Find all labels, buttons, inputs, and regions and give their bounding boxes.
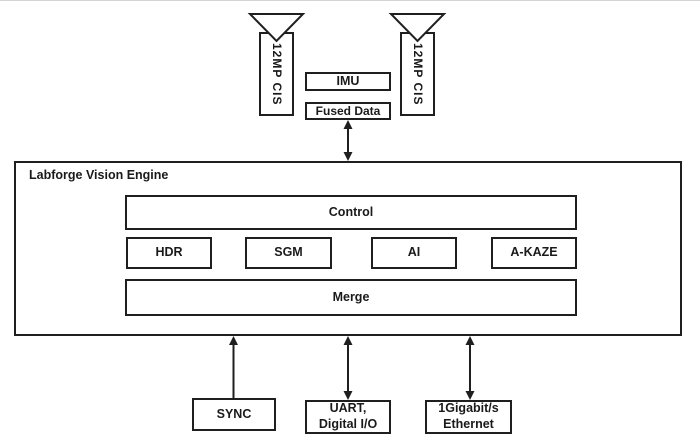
ethernet-label-line1: 1Gigabit/s [438, 401, 499, 416]
arrow-ethernet-engine [465, 336, 475, 400]
imu-label: IMU [336, 73, 360, 88]
module-box-ai: AI [371, 237, 457, 269]
fused-data-label: Fused Data [315, 103, 381, 118]
uart-label: UART, Digital I/O [319, 401, 377, 432]
ethernet-label: 1Gigabit/s Ethernet [438, 401, 498, 432]
uart-label-line2: Digital I/O [318, 417, 378, 431]
camera-right-label: 12MP CIS [411, 42, 425, 106]
ethernet-label-line2: Ethernet [443, 417, 494, 431]
sgm-label: SGM [274, 245, 303, 260]
vision-engine-box: Labforge Vision Engine Control HDR SGM A… [14, 161, 682, 336]
imu-box: IMU [305, 72, 391, 91]
arrow-fused-engine [343, 120, 353, 161]
control-box: Control [125, 195, 577, 230]
hdr-label: HDR [155, 245, 183, 260]
ai-label: AI [407, 245, 421, 260]
vision-engine-title: Labforge Vision Engine [29, 168, 169, 182]
akaze-label: A-KAZE [510, 245, 558, 260]
camera-right-box: 12MP CIS [400, 32, 435, 116]
fused-data-box: Fused Data [305, 102, 391, 120]
uart-box: UART, Digital I/O [305, 400, 391, 434]
merge-box: Merge [125, 279, 577, 316]
sync-label: SYNC [216, 406, 252, 421]
module-box-akaze: A-KAZE [491, 237, 577, 269]
uart-label-line1: UART, [329, 401, 367, 416]
camera-left-label: 12MP CIS [270, 42, 284, 106]
merge-label: Merge [332, 289, 370, 304]
module-box-sgm: SGM [245, 237, 332, 269]
arrow-uart-engine [343, 336, 353, 400]
sync-box: SYNC [192, 398, 276, 431]
arrow-sync-engine [229, 336, 238, 398]
ethernet-box: 1Gigabit/s Ethernet [425, 400, 512, 434]
module-box-hdr: HDR [126, 237, 212, 269]
camera-left-box: 12MP CIS [259, 32, 294, 116]
control-label: Control [328, 204, 374, 219]
